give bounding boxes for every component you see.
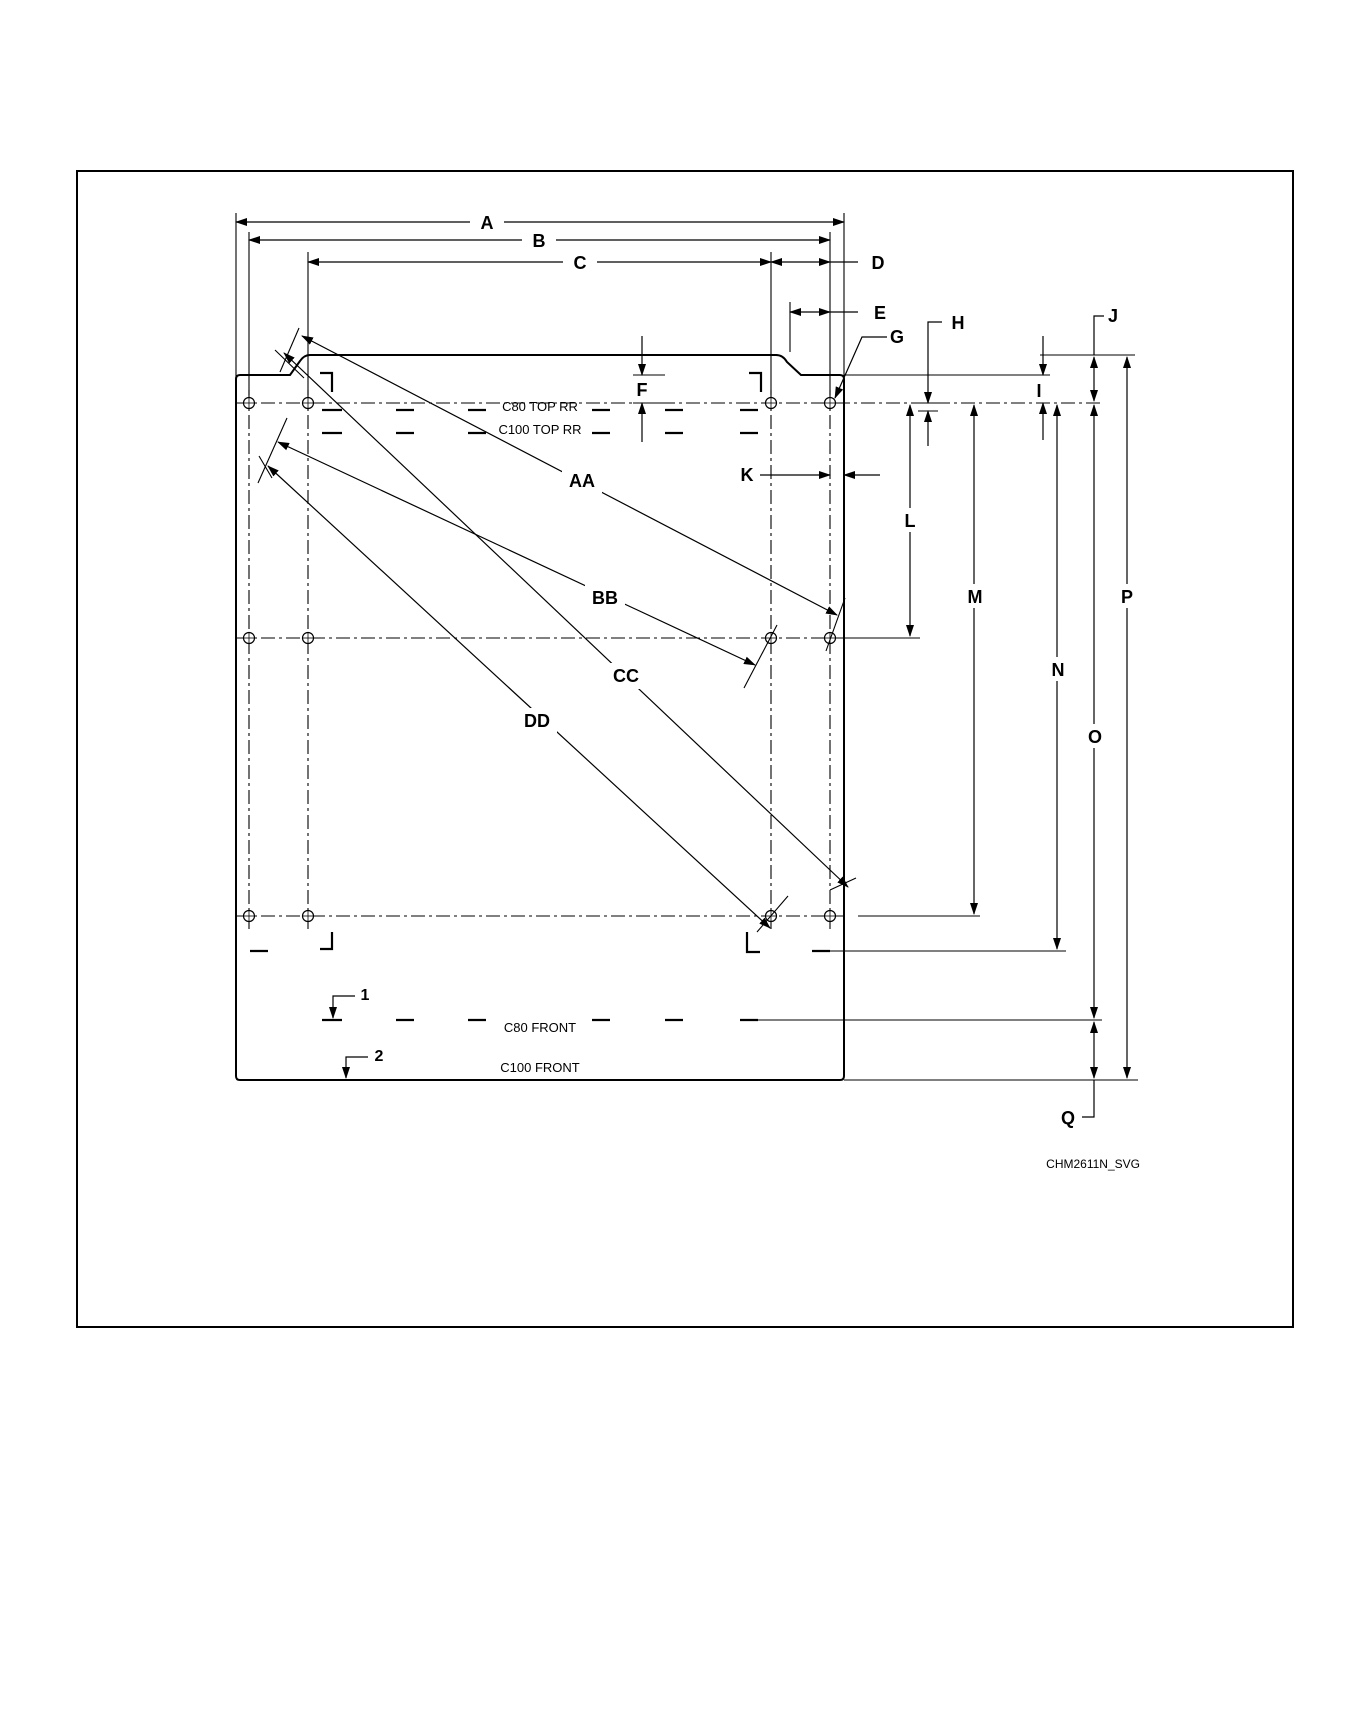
svg-text:B: B (533, 231, 546, 251)
dimension-d: D (771, 253, 885, 273)
svg-text:G: G (890, 327, 904, 347)
svg-text:1: 1 (361, 987, 370, 1004)
svg-text:P: P (1121, 587, 1133, 607)
dimension-b: B (249, 229, 830, 395)
dimension-e: E (790, 302, 886, 352)
svg-text:N: N (1052, 660, 1065, 680)
svg-text:BB: BB (592, 588, 618, 608)
svg-text:2: 2 (375, 1048, 384, 1065)
dimension-n: N (830, 405, 1071, 951)
dimension-p: P (1115, 357, 1141, 1078)
callout-2: 2 (346, 1048, 384, 1078)
svg-text:E: E (874, 303, 886, 323)
c80-top-label: C80 TOP RR (502, 399, 578, 414)
svg-text:F: F (637, 380, 648, 400)
svg-text:I: I (1036, 381, 1041, 401)
c100-front-label: C100 FRONT (500, 1060, 580, 1075)
figure-code: CHM2611N_SVG (1046, 1157, 1140, 1171)
svg-text:AA: AA (569, 471, 595, 491)
dimension-m: M (858, 405, 988, 916)
svg-text:J: J (1108, 306, 1118, 326)
dimension-dd: DD (259, 456, 788, 932)
svg-text:CC: CC (613, 666, 639, 686)
svg-text:A: A (481, 213, 494, 233)
c100-top-label: C100 TOP RR (498, 422, 581, 437)
c80-front-label: C80 FRONT (504, 1020, 576, 1035)
dimension-h: H (918, 313, 965, 446)
svg-text:M: M (968, 587, 983, 607)
svg-text:DD: DD (524, 711, 550, 731)
svg-text:L: L (905, 511, 916, 531)
dimension-q: Q (1061, 1022, 1094, 1128)
hole-pattern-centerlines (236, 390, 1100, 930)
dimension-c: C (308, 251, 771, 395)
dimension-j: J (1040, 306, 1135, 401)
svg-text:Q: Q (1061, 1108, 1075, 1128)
dimension-i: I (844, 336, 1050, 440)
dimension-k: K (741, 465, 881, 485)
figure-frame (77, 171, 1293, 1327)
dimension-o: O (1082, 405, 1108, 1018)
svg-text:O: O (1088, 727, 1102, 747)
callout-1: 1 (333, 987, 370, 1018)
svg-text:H: H (952, 313, 965, 333)
svg-text:C: C (574, 253, 587, 273)
dimension-l: L (844, 405, 922, 638)
dimension-bb: BB (258, 418, 777, 688)
dimension-f: F (632, 336, 665, 442)
svg-text:D: D (872, 253, 885, 273)
svg-text:K: K (741, 465, 754, 485)
dimension-g: G (835, 327, 904, 398)
